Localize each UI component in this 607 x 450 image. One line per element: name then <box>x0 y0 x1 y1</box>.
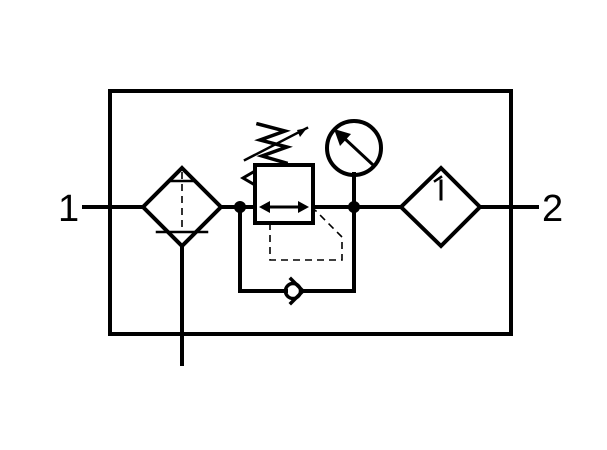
bypass-check-valve-icon <box>238 205 356 306</box>
port-label-inlet: 1 <box>58 188 79 230</box>
pressure-regulator-icon <box>240 121 343 261</box>
filter-separator-icon <box>140 165 224 249</box>
port-label-outlet: 2 <box>542 188 563 230</box>
housing-frame <box>108 89 513 336</box>
pressure-gauge-icon <box>325 119 383 209</box>
lubricator-icon <box>398 165 483 249</box>
